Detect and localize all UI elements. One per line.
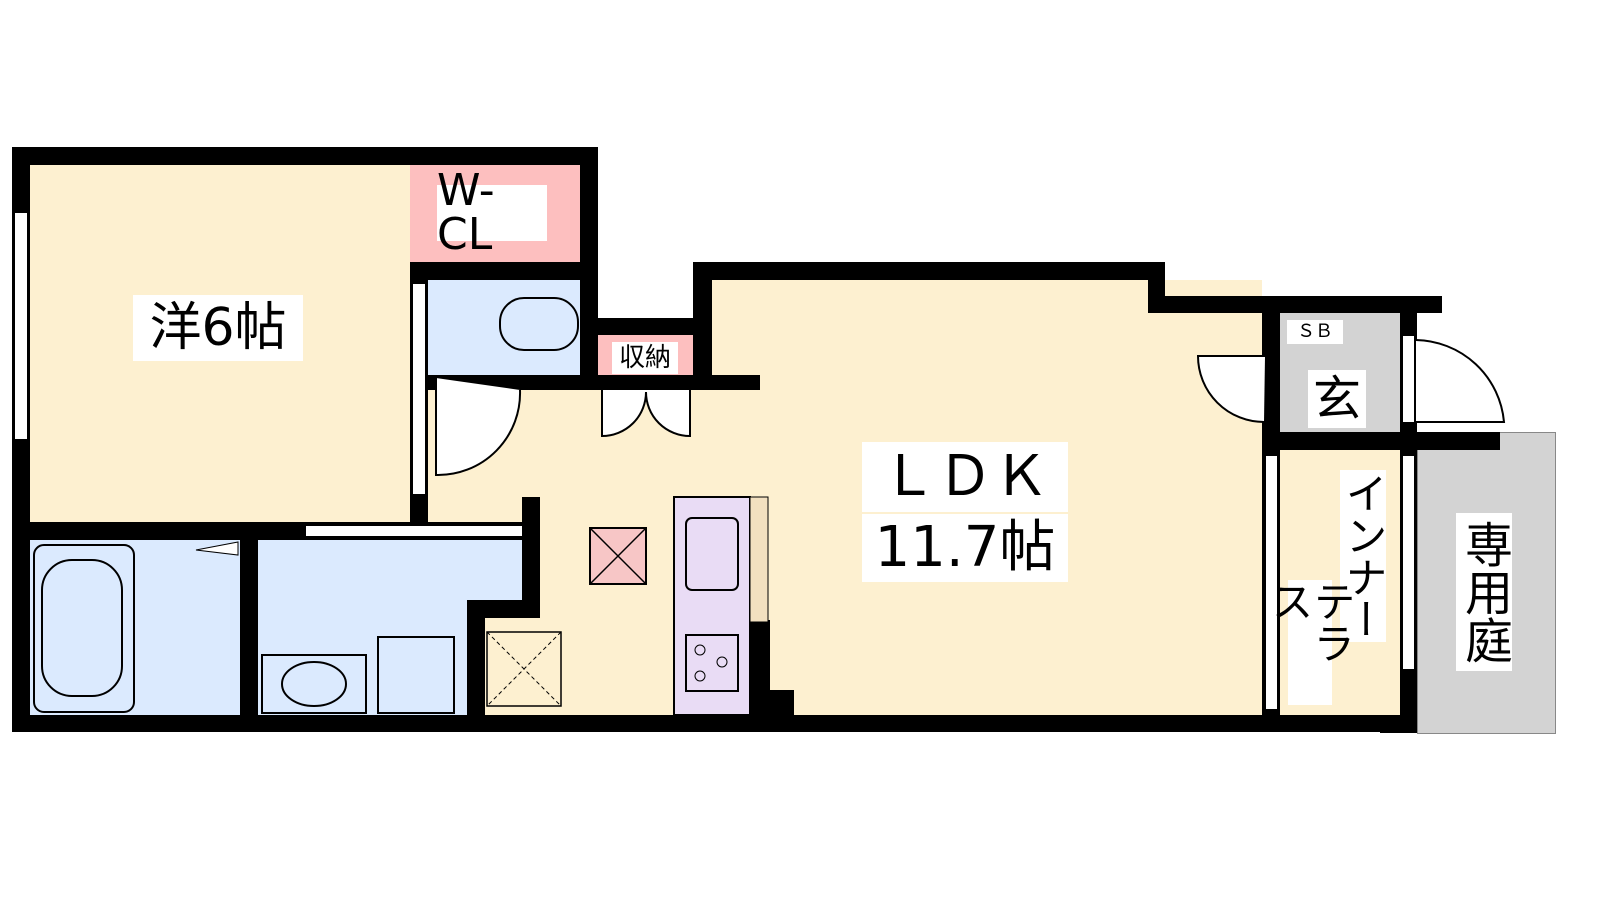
entrance-door-frame[interactable]	[1402, 335, 1415, 423]
entrance-label: 玄	[1308, 370, 1366, 428]
wall	[693, 262, 712, 390]
kitchen-side	[749, 496, 769, 623]
sliding-door[interactable]	[305, 525, 523, 537]
ldk-upper-right	[1165, 313, 1262, 323]
private-garden-label: 専用庭	[1456, 513, 1512, 671]
ldk-size-label: 11.7帖	[862, 514, 1068, 582]
wall	[693, 262, 1165, 280]
kitchen-sink	[685, 517, 739, 591]
window	[14, 212, 28, 440]
bathtub-inner	[41, 559, 123, 697]
storage-door-swing	[601, 390, 691, 438]
wall	[1380, 715, 1417, 733]
wall	[240, 540, 258, 715]
sink-bowl	[281, 661, 347, 707]
western-room-label: 洋6帖	[133, 295, 303, 361]
ldk-label: ＬＤＫ	[862, 442, 1068, 512]
washroom	[258, 540, 522, 605]
wall	[1262, 432, 1500, 450]
wash-basin	[261, 654, 367, 714]
sliding-door[interactable]	[1265, 455, 1278, 710]
inner-terrace-label-2: テラス	[1265, 580, 1356, 705]
wall	[467, 600, 540, 618]
shoe-box-label: ＳＢ	[1287, 320, 1343, 344]
wall	[750, 690, 794, 715]
stove	[685, 634, 739, 692]
washing-machine	[377, 636, 455, 714]
wall	[12, 147, 598, 165]
ldk-door-swing	[1196, 355, 1265, 423]
wall	[1148, 296, 1442, 313]
sliding-door[interactable]	[412, 283, 426, 495]
wcl-label: W-CL	[437, 169, 547, 257]
shower	[195, 541, 239, 556]
toilet-door-swing	[435, 378, 522, 477]
wall	[580, 318, 710, 335]
wall	[428, 375, 760, 390]
window	[1402, 455, 1415, 670]
wall	[467, 600, 485, 715]
wall	[410, 262, 598, 280]
storage-label: 収納	[612, 342, 678, 374]
toilet-fixture	[499, 297, 579, 351]
entrance-door-swing	[1415, 339, 1506, 423]
wall	[12, 715, 1400, 732]
wall	[522, 497, 540, 618]
bathtub	[33, 544, 135, 713]
inner-terrace-label-1: インナー	[1339, 470, 1388, 642]
